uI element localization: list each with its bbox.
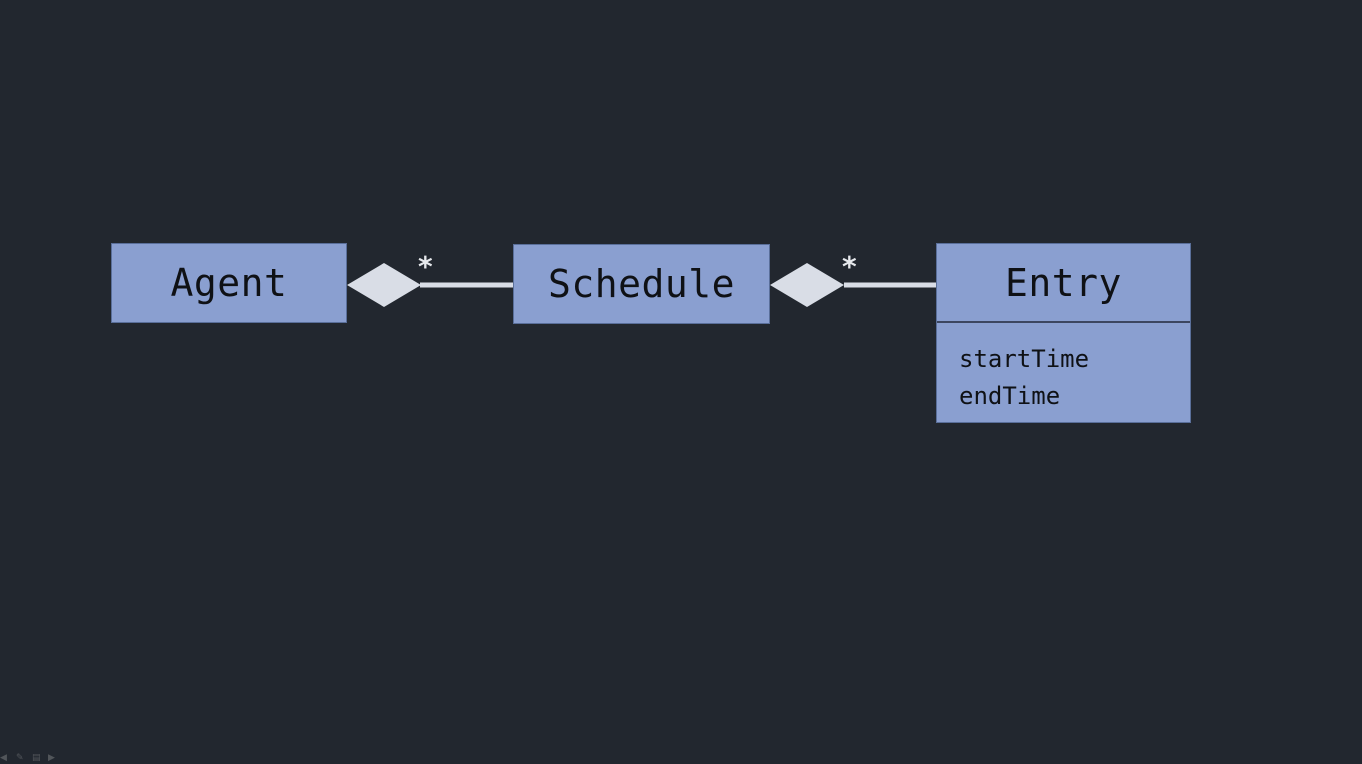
speaker-icon[interactable]: ▶ [48, 753, 55, 763]
slide-toolbar: ◀ ✎ ▤ ▶ [0, 753, 58, 763]
class-box-schedule: Schedule [513, 244, 770, 324]
prev-slide-icon[interactable]: ◀ [0, 753, 7, 763]
attribute-end-time: endTime [959, 382, 1061, 410]
class-attributes-entry: startTime endTime [937, 323, 1190, 415]
slides-icon[interactable]: ▤ [32, 753, 41, 763]
class-box-agent: Agent [111, 243, 347, 323]
class-name-agent: Agent [170, 261, 288, 305]
multiplicity-schedule-entry: * [842, 250, 857, 283]
composition-diamond-agent [347, 263, 421, 307]
multiplicity-agent-schedule: * [418, 250, 433, 283]
attribute-start-time: startTime [959, 345, 1090, 373]
composition-diamond-schedule [770, 263, 844, 307]
class-name-schedule: Schedule [547, 262, 736, 306]
pen-icon[interactable]: ✎ [16, 753, 24, 763]
class-name-entry: Entry [937, 244, 1190, 323]
class-box-entry: Entry startTime endTime [936, 243, 1191, 423]
